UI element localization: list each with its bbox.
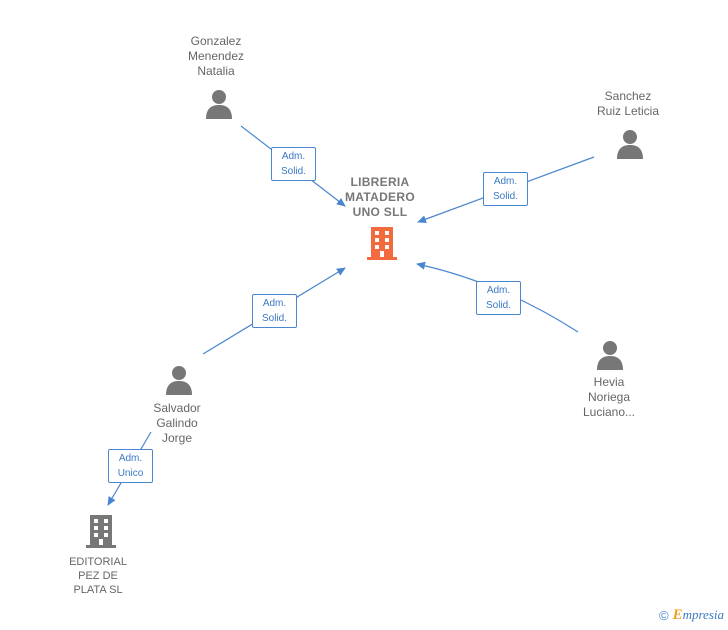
person-icon[interactable]: [595, 339, 625, 371]
person-icon[interactable]: [615, 128, 645, 160]
person-name-sanchez[interactable]: Sanchez Ruiz Leticia: [596, 89, 660, 118]
company-name-editorial[interactable]: EDITORIAL PEZ DE PLATA SL: [69, 556, 127, 596]
building-icon[interactable]: [85, 513, 117, 549]
person-icon[interactable]: [204, 88, 234, 120]
edge-label-hevia[interactable]: Adm. Solid.: [476, 281, 521, 315]
building-icon[interactable]: [366, 225, 398, 261]
copyright-symbol: ©: [658, 608, 669, 623]
person-name-salvador[interactable]: Salvador Galindo Jorge: [153, 401, 201, 445]
person-name-gonzalez[interactable]: Gonzalez Menendez Natalia: [187, 34, 245, 78]
footer-credit: © Empresia: [659, 607, 724, 624]
edge-label-editorial[interactable]: Adm. Unico: [108, 449, 153, 483]
edge-label-sanchez[interactable]: Adm. Solid.: [483, 172, 528, 206]
brand-logo[interactable]: Empresia: [672, 607, 724, 623]
person-icon[interactable]: [164, 364, 194, 396]
edge-label-gonzalez[interactable]: Adm. Solid.: [271, 147, 316, 181]
center-company-name[interactable]: LIBRERIA MATADERO UNO SLL: [345, 175, 415, 219]
person-name-hevia[interactable]: Hevia Noriega Luciano...: [582, 375, 636, 419]
edge-label-salvador[interactable]: Adm. Solid.: [252, 294, 297, 328]
